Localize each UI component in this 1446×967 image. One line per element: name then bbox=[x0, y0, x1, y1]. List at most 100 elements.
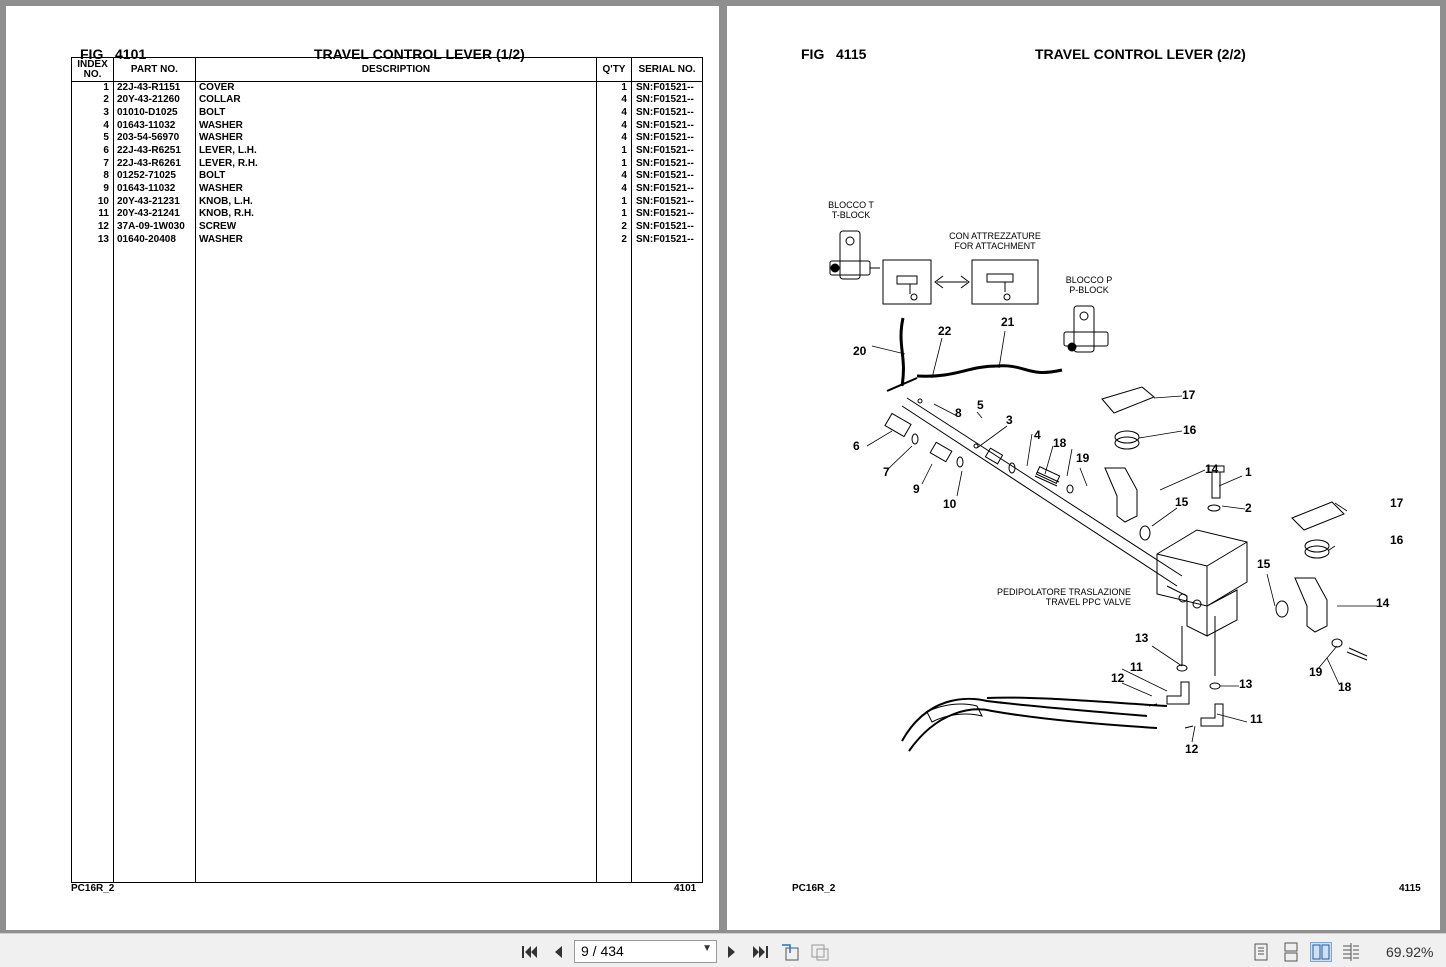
qty-cell: 1 bbox=[596, 157, 632, 171]
part-no-cell: 20Y-43-21260 bbox=[112, 94, 196, 107]
index-cell: 5 bbox=[71, 132, 114, 145]
part-no-cell: 20Y-43-21231 bbox=[112, 195, 196, 209]
callout-16b: 16 bbox=[1390, 533, 1404, 547]
index-cell: 9 bbox=[71, 183, 114, 196]
callout-11: 11 bbox=[1130, 660, 1143, 674]
serial-cell: SN:F01521-- bbox=[630, 119, 704, 133]
qty-cell: 1 bbox=[596, 144, 632, 158]
part-no-cell: 01252-71025 bbox=[112, 170, 196, 183]
cover-right bbox=[1291, 501, 1345, 531]
callout-14b: 14 bbox=[1376, 596, 1390, 610]
qty-cell: 1 bbox=[596, 208, 632, 222]
qty-cell: 2 bbox=[596, 233, 632, 247]
index-cell: 8 bbox=[71, 170, 114, 183]
qty-cell: 1 bbox=[596, 195, 632, 209]
part-no-cell: 22J-43-R6261 bbox=[112, 157, 196, 171]
callout-18: 18 bbox=[1053, 436, 1067, 450]
index-cell: 13 bbox=[71, 233, 114, 247]
description-cell: KNOB, R.H. bbox=[194, 208, 598, 222]
scroll-icon[interactable] bbox=[1340, 942, 1362, 962]
col-qty: Q'TY bbox=[596, 57, 632, 82]
callout-17: 17 bbox=[1182, 388, 1196, 402]
serial-cell: SN:F01521-- bbox=[630, 195, 704, 209]
rotate-icon[interactable] bbox=[780, 942, 800, 962]
ppc-valve-drawing bbox=[1156, 529, 1248, 676]
qty-cell: 4 bbox=[596, 183, 632, 196]
callout-13: 13 bbox=[1135, 631, 1149, 645]
callout-6: 6 bbox=[853, 439, 860, 453]
description-cell: WASHER bbox=[194, 233, 598, 247]
index-cell: 7 bbox=[71, 157, 114, 171]
callout-18b: 18 bbox=[1338, 680, 1352, 694]
p-block-drawing bbox=[1063, 305, 1109, 353]
page-right: FIG 4115 TRAVEL CONTROL LEVER (2/2) bbox=[727, 6, 1440, 930]
single-page-icon[interactable] bbox=[1250, 942, 1272, 962]
callout-7: 7 bbox=[883, 465, 890, 479]
callout-11b: 11 bbox=[1250, 712, 1263, 726]
description-cell: LEVER, R.H. bbox=[194, 157, 598, 171]
serial-cell: SN:F01521-- bbox=[630, 208, 704, 222]
serial-cell: SN:F01521-- bbox=[630, 144, 704, 158]
first-page-icon[interactable] bbox=[520, 942, 540, 962]
t-block-drawing bbox=[829, 230, 880, 280]
document-viewer[interactable]: FIG 4101 TRAVEL CONTROL LEVER (1/2) INDE… bbox=[0, 0, 1446, 933]
callout-3: 3 bbox=[1006, 413, 1013, 427]
part-no-cell: 01010-D1025 bbox=[112, 106, 196, 120]
description-cell: WASHER bbox=[194, 132, 598, 145]
part-no-cell: 22J-43-R1151 bbox=[112, 81, 196, 95]
part-no-cell: 01643-11032 bbox=[112, 183, 196, 196]
table-filler bbox=[71, 246, 704, 884]
swap-arrow bbox=[934, 275, 970, 289]
page-number-input[interactable]: 9 / 434 ▼ bbox=[574, 940, 717, 963]
serial-cell: SN:F01521-- bbox=[630, 221, 704, 234]
prev-page-icon[interactable] bbox=[548, 942, 568, 962]
callout-12: 12 bbox=[1111, 671, 1125, 685]
zoom-level[interactable]: 69.92% bbox=[1386, 944, 1434, 960]
exploded-diagram: 20 22 21 17 16 5 8 3 4 18 19 6 7 9 10 14… bbox=[828, 200, 1404, 756]
serial-cell: SN:F01521-- bbox=[630, 157, 704, 171]
part-no-cell: 203-54-56970 bbox=[112, 132, 196, 145]
fit-icon[interactable] bbox=[810, 942, 830, 962]
chevron-down-icon[interactable]: ▼ bbox=[702, 943, 712, 954]
continuous-icon[interactable] bbox=[1280, 942, 1302, 962]
serial-cell: SN:F01521-- bbox=[630, 81, 704, 95]
valve-label-it: PEDIPOLATORE TRASLAZIONE bbox=[997, 587, 1131, 597]
viewer-toolbar: 9 / 434 ▼ 69.92% bbox=[0, 933, 1446, 967]
t-block-label-en: T-BLOCK bbox=[832, 210, 871, 220]
part-no-cell: 01640-20408 bbox=[112, 233, 196, 247]
t-block-label-it: BLOCCO T bbox=[828, 200, 874, 210]
footer-model: PC16R_2 bbox=[792, 883, 836, 894]
callout-15b: 15 bbox=[1257, 557, 1271, 571]
part-no-cell: 37A-09-1W030 bbox=[112, 221, 196, 234]
next-page-icon[interactable] bbox=[722, 942, 742, 962]
description-cell: LEVER, L.H. bbox=[194, 144, 598, 158]
serial-cell: SN:F01521-- bbox=[630, 233, 704, 247]
last-page-icon[interactable] bbox=[750, 942, 770, 962]
callout-19b: 19 bbox=[1309, 665, 1323, 679]
description-cell: SCREW bbox=[194, 221, 598, 234]
callout-2: 2 bbox=[1245, 501, 1252, 515]
valve-label-en: TRAVEL PPC VALVE bbox=[1046, 597, 1131, 607]
serial-cell: SN:F01521-- bbox=[630, 183, 704, 196]
footer-page: 4101 bbox=[674, 883, 697, 894]
two-page-icon[interactable] bbox=[1310, 942, 1332, 962]
description-cell: BOLT bbox=[194, 106, 598, 120]
index-cell: 12 bbox=[71, 221, 114, 234]
index-cell: 6 bbox=[71, 144, 114, 158]
index-cell: 4 bbox=[71, 119, 114, 133]
description-cell: KNOB, L.H. bbox=[194, 195, 598, 209]
description-cell: WASHER bbox=[194, 119, 598, 133]
footer-page: 4115 bbox=[1399, 883, 1421, 894]
serial-cell: SN:F01521-- bbox=[630, 106, 704, 120]
